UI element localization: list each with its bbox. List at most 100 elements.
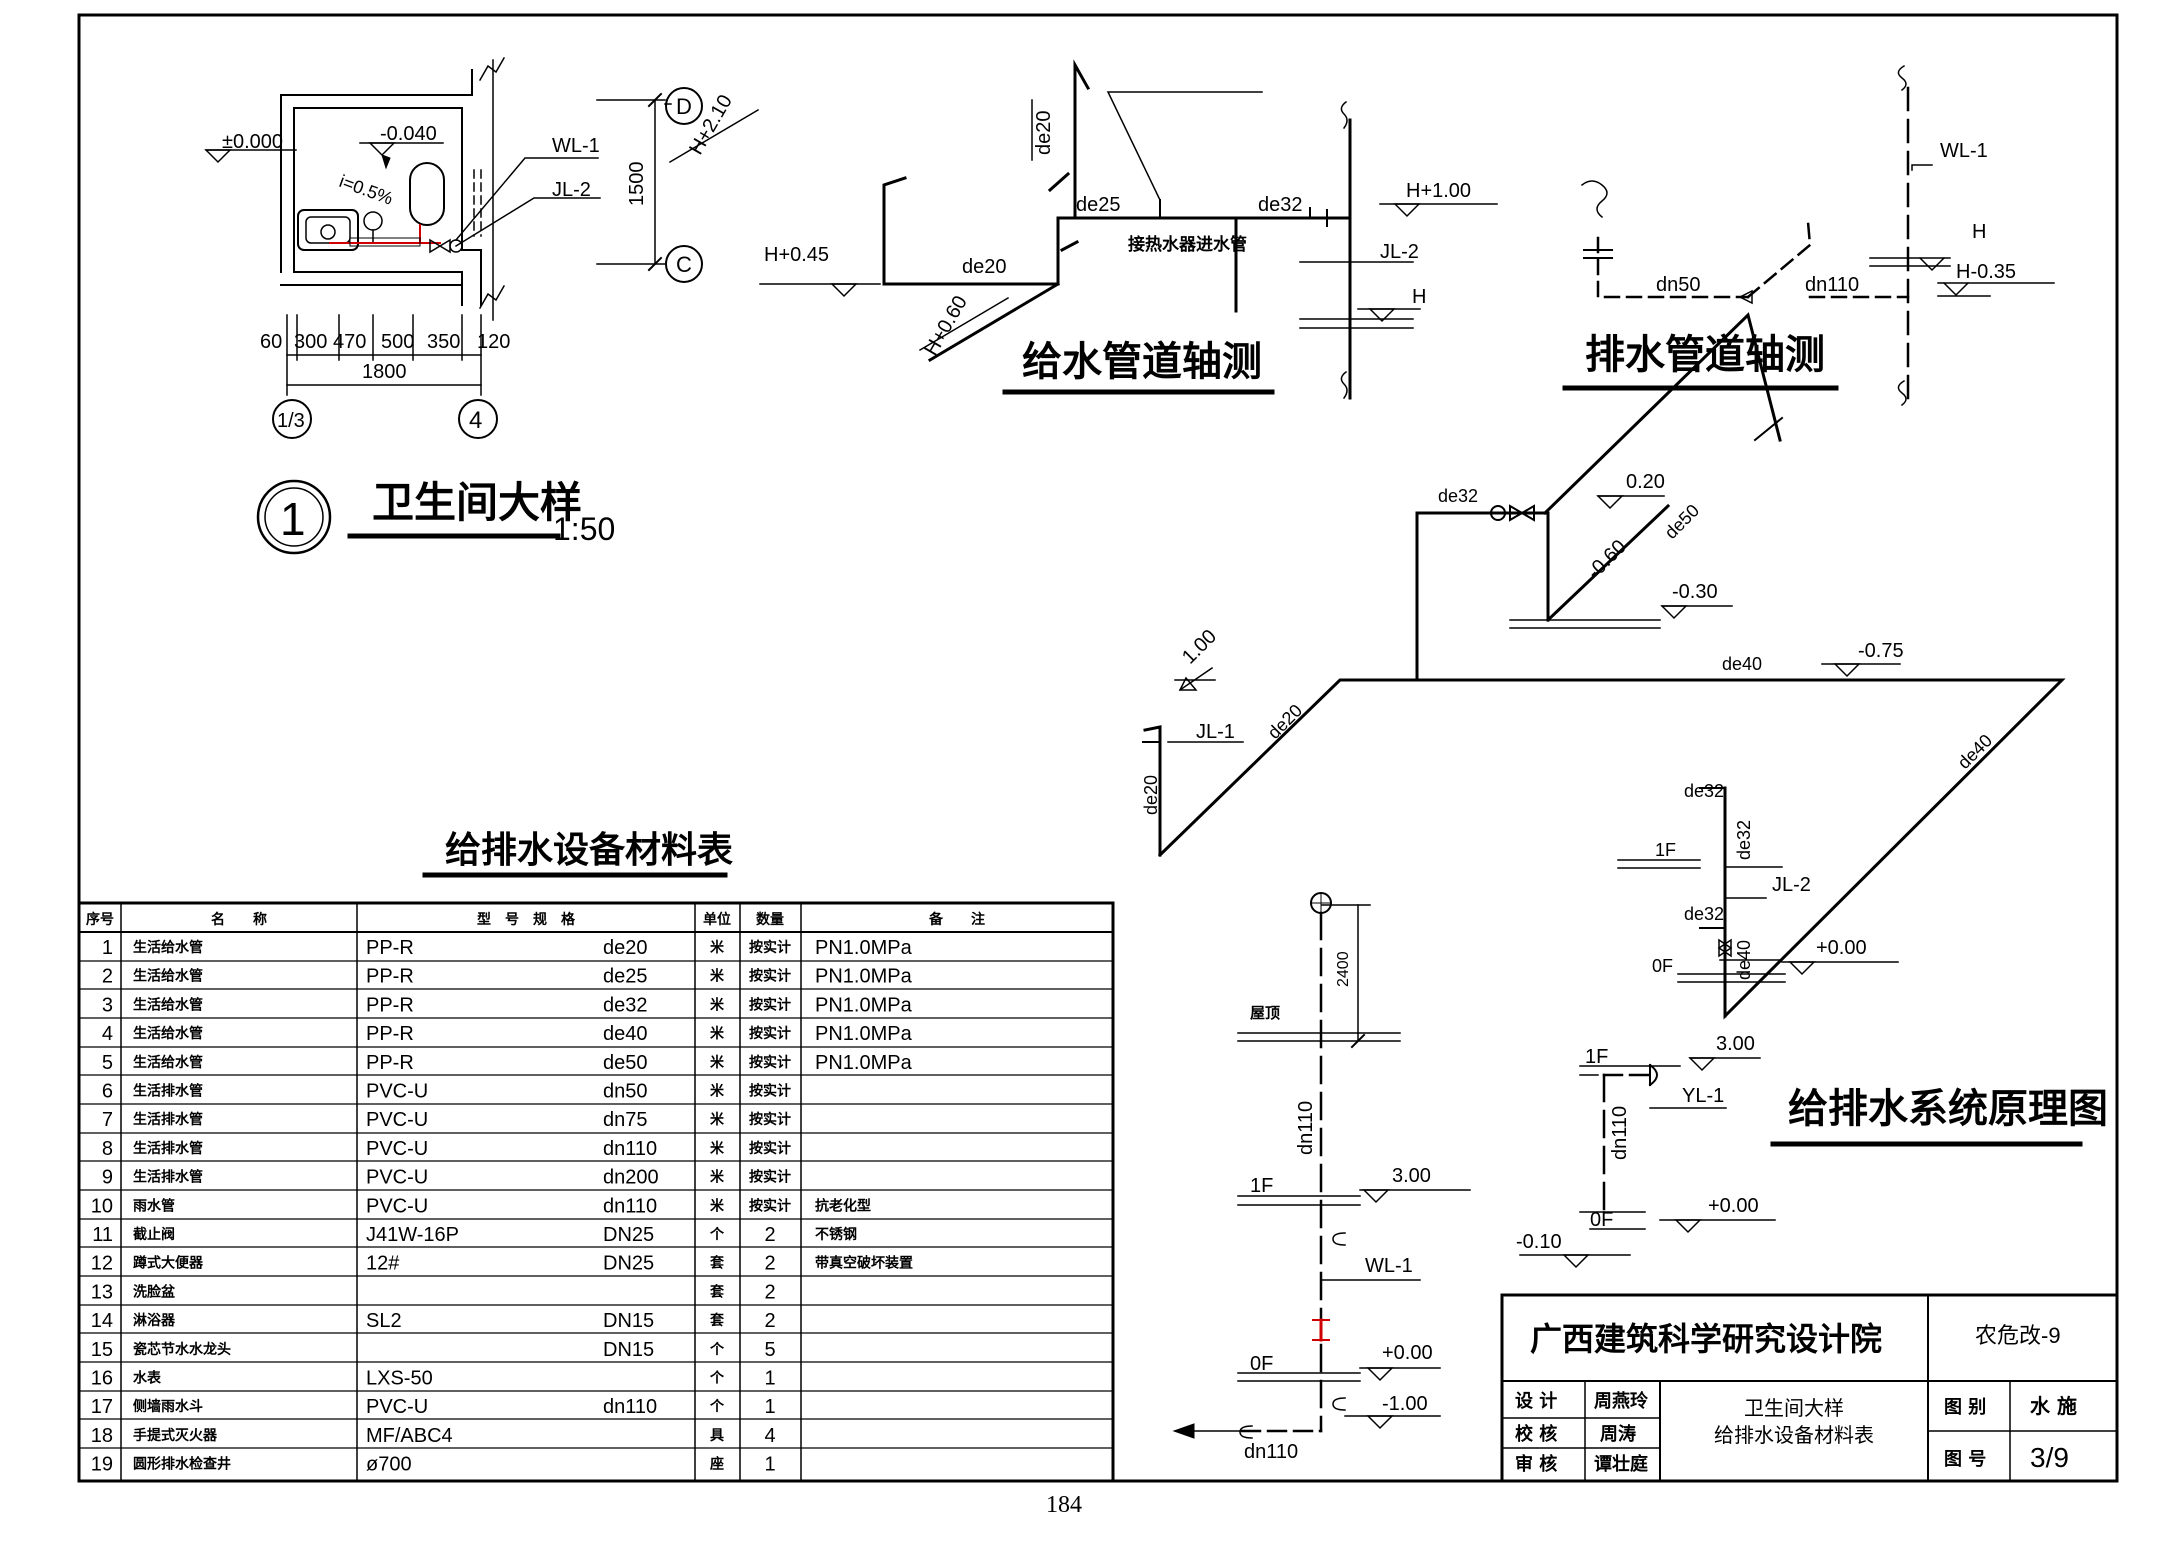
design-label: 设 计 xyxy=(1515,1390,1557,1412)
table-cell-model: PVC-U xyxy=(366,1081,428,1103)
drain-roof: 屋顶 xyxy=(1250,1004,1280,1022)
detail-wl-label: WL-1 xyxy=(552,135,600,157)
table-cell-spec: DN15 xyxy=(603,1339,654,1361)
bathroom-detail-plan xyxy=(204,56,703,555)
table-cell-qty: 按实计 xyxy=(749,1169,791,1186)
drain-dn110: dn110 xyxy=(1805,274,1859,296)
table-cell-qty: 按实计 xyxy=(749,1197,791,1214)
rain-0f: 0F xyxy=(1590,1209,1613,1231)
table-cell-name: 水表 xyxy=(133,1370,162,1387)
table-cell-name: 生活给水管 xyxy=(133,939,203,956)
table-cell-model: ø700 xyxy=(366,1454,412,1476)
table-cell-note: PN1.0MPa xyxy=(815,966,913,988)
supply-de25: de25 xyxy=(1076,194,1121,216)
table-cell-unit: 个 xyxy=(709,1370,725,1387)
table-cell-spec: dn110 xyxy=(603,1195,657,1217)
table-header-cell: 名 称 xyxy=(211,911,267,928)
table-cell-qty: 按实计 xyxy=(749,1025,791,1042)
drain-dn50: dn50 xyxy=(1656,274,1701,296)
table-cell-qty: 2 xyxy=(764,1224,775,1246)
table-cell-unit: 米 xyxy=(710,939,725,956)
table-cell-no: 14 xyxy=(91,1310,113,1332)
table-cell-model: PVC-U xyxy=(366,1396,428,1418)
table-cell-model: PVC-U xyxy=(366,1167,428,1189)
review-label: 审 核 xyxy=(1515,1453,1557,1475)
reviewer-name: 谭壮庭 xyxy=(1594,1453,1648,1475)
table-cell-spec: dn75 xyxy=(603,1109,648,1131)
table-cell-note: PN1.0MPa xyxy=(815,1052,913,1074)
table-cell-unit: 米 xyxy=(710,1169,725,1186)
table-cell-no: 4 xyxy=(102,1023,113,1045)
table-cell-qty: 1 xyxy=(764,1454,775,1476)
table-cell-no: 1 xyxy=(102,937,113,959)
table-cell-name: 淋浴器 xyxy=(133,1312,176,1329)
table-cell-model: PP-R xyxy=(366,937,414,959)
dim-500: 500 xyxy=(381,331,414,353)
table-cell-spec: DN15 xyxy=(603,1310,654,1332)
axis-d-label: D xyxy=(676,94,692,119)
table-cell-no: 8 xyxy=(102,1138,113,1160)
table-cell-qty: 1 xyxy=(764,1396,775,1418)
table-cell-no: 3 xyxy=(102,994,113,1016)
table-cell-name: 侧墙雨水斗 xyxy=(133,1398,203,1415)
drain-wl1: WL-1 xyxy=(1940,140,1988,162)
drawing-title-line-1: 卫生间大样 xyxy=(1744,1397,1844,1420)
rain-l300: 3.00 xyxy=(1716,1033,1755,1055)
table-cell-unit: 套 xyxy=(710,1255,724,1272)
table-header-cell: 型 号 规 格 xyxy=(477,911,576,928)
table-cell-qty: 按实计 xyxy=(749,1054,791,1071)
dim-300: 300 xyxy=(294,331,327,353)
table-cell-unit: 米 xyxy=(710,968,725,985)
table-cell-unit: 米 xyxy=(710,1054,725,1071)
table-cell-qty: 2 xyxy=(764,1253,775,1275)
table-cell-unit: 个 xyxy=(709,1398,725,1415)
table-cell-note: PN1.0MPa xyxy=(815,937,913,959)
table-cell-name: 雨水管 xyxy=(133,1197,175,1214)
heater-inlet-label: 接热水器进水管 xyxy=(1128,234,1247,255)
supply-jl2: JL-2 xyxy=(1380,241,1419,263)
drain-system-diagram xyxy=(1172,892,1471,1439)
rain-yl1: YL-1 xyxy=(1682,1085,1724,1107)
detail-title: 卫生间大样 xyxy=(372,478,582,527)
jl2-l000: +0.00 xyxy=(1816,937,1867,959)
detail-jl-label: JL-2 xyxy=(552,179,591,201)
table-cell-name: 生活给水管 xyxy=(133,968,203,985)
table-cell-spec: de25 xyxy=(603,966,648,988)
system-title: 给排水系统原理图 xyxy=(1788,1086,2108,1132)
table-cell-name: 蹲式大便器 xyxy=(133,1255,204,1272)
supply-h: H xyxy=(1412,286,1426,308)
rain-l010: -0.10 xyxy=(1516,1231,1562,1253)
supply-de32: de32 xyxy=(1258,194,1303,216)
table-cell-qty: 5 xyxy=(764,1339,775,1361)
number-label: 图 号 xyxy=(1944,1449,1986,1470)
table-cell-unit: 套 xyxy=(710,1312,724,1329)
material-table-grid xyxy=(77,872,1115,1483)
table-cell-spec: de20 xyxy=(603,937,648,959)
table-cell-name: 生活排水管 xyxy=(133,1169,203,1186)
table-cell-unit: 个 xyxy=(709,1226,725,1243)
table-cell-spec: dn200 xyxy=(603,1167,659,1189)
table-cell-qty: 按实计 xyxy=(749,939,791,956)
table-cell-qty: 1 xyxy=(764,1368,775,1390)
drain-l000: +0.00 xyxy=(1382,1342,1433,1364)
table-cell-qty: 2 xyxy=(764,1281,775,1303)
drain-l300: 3.00 xyxy=(1392,1165,1431,1187)
table-cell-spec: de50 xyxy=(603,1052,648,1074)
table-column-lines xyxy=(120,902,802,1482)
table-cell-spec: de32 xyxy=(603,994,648,1016)
page-number: 184 xyxy=(1046,1492,1082,1518)
table-cell-no: 10 xyxy=(91,1195,113,1217)
table-cell-model: J41W-16P xyxy=(366,1224,459,1246)
jl2-de40: de40 xyxy=(1734,940,1754,980)
supply-h045: H+0.45 xyxy=(764,244,829,266)
supply-iso-title: 给水管道轴测 xyxy=(1022,339,1262,385)
sys-l020: 0.20 xyxy=(1626,471,1665,493)
drain-dn110: dn110 xyxy=(1244,1441,1298,1463)
table-cell-model: PP-R xyxy=(366,994,414,1016)
drain-h035: H-0.35 xyxy=(1956,261,2016,283)
table-cell-model: PP-R xyxy=(366,966,414,988)
table-cell-qty: 按实计 xyxy=(749,1111,791,1128)
table-cell-unit: 套 xyxy=(710,1283,724,1300)
